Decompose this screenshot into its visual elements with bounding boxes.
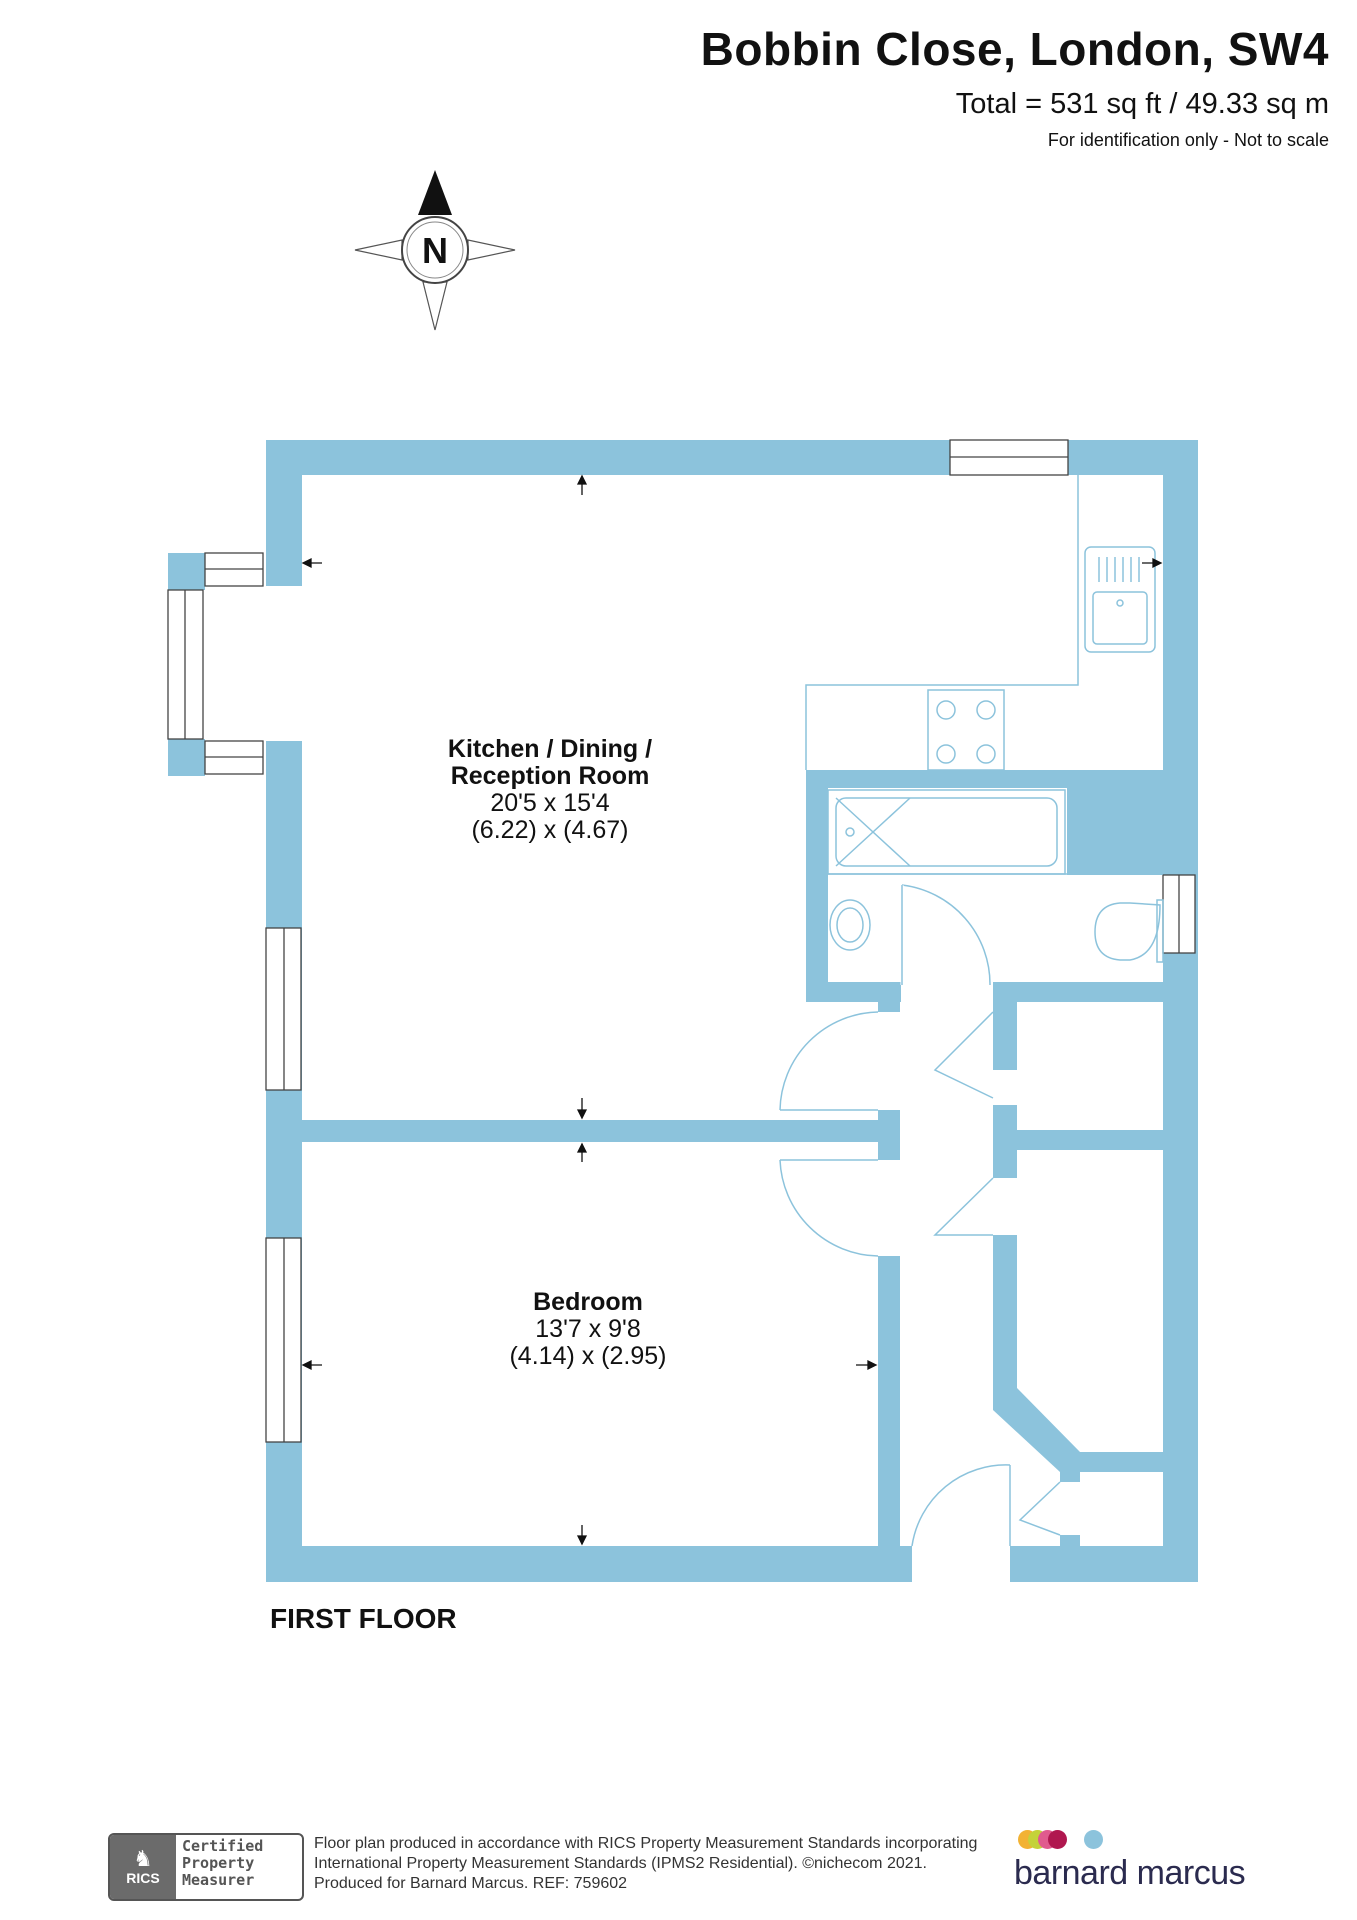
bedroom-name: Bedroom: [533, 1288, 643, 1316]
wall-kitchen-bedroom: [302, 1120, 880, 1142]
wall-bathroom-left: [806, 770, 828, 1002]
kitchen-sink-drain: [1116, 599, 1124, 607]
compass-north-point: [418, 170, 452, 215]
wall-bottom-right: [1010, 1546, 1198, 1582]
wall-store-jamb-b: [1060, 1535, 1080, 1550]
kitchen-name-line2: Reception Room: [451, 762, 650, 790]
door-kitchen-swing: [779, 1011, 879, 1111]
bathtub-drain: [845, 827, 855, 837]
door-bedroom-swing: [779, 1159, 879, 1257]
compass-south-point: [422, 281, 448, 331]
wall-store-jamb: [1060, 1452, 1080, 1482]
arrow-kitchen-bottom: [576, 1098, 588, 1120]
bathtub-icon: [827, 789, 1066, 875]
footer-line-3: Produced for Barnard Marcus. REF: 759602: [314, 1875, 628, 1892]
kitchen-sink-bowl: [1092, 591, 1148, 645]
floor-label: FIRST FLOOR: [270, 1603, 457, 1634]
hob-ring-1: [936, 700, 956, 720]
wall-cupboard-left-a: [993, 982, 1017, 1070]
total-area: Total = 531 sq ft / 49.33 sq m: [955, 88, 1329, 120]
wall-bathroom-corner: [1067, 770, 1163, 875]
bedroom-metric: (4.14) x (2.95): [509, 1342, 666, 1370]
measurement-arrows: [301, 474, 1163, 1546]
brand-dot: [1048, 1830, 1067, 1849]
bedroom-imperial: 13'7 x 9'8: [535, 1315, 640, 1343]
room-labels: Kitchen / Dining / Reception Room 20'5 x…: [448, 735, 667, 1370]
rics-logo: ♞ RICS: [110, 1835, 176, 1899]
toilet-icon: [1094, 902, 1161, 961]
door-cupboard-2: [933, 1177, 994, 1236]
compass-west-point: [354, 239, 403, 261]
wall-cupboard-left-c: [993, 1150, 1017, 1178]
rics-logo-text: RICS: [126, 1870, 160, 1886]
wall-bay-top: [168, 553, 205, 590]
basin-icon: [829, 899, 871, 951]
wall-left-top: [266, 440, 302, 586]
brand-dots-icon: [1014, 1830, 1114, 1852]
hob-ring-4: [976, 744, 996, 764]
walls: [168, 440, 1198, 1582]
footer-disclaimer: Floor plan produced in accordance with R…: [314, 1834, 977, 1894]
fixtures: [805, 475, 1164, 963]
rics-line-1: Certified: [182, 1837, 264, 1855]
brand-name: barnard marcus: [1014, 1854, 1246, 1892]
compass-east-point: [467, 239, 516, 261]
arrow-bedroom-bottom: [576, 1525, 588, 1546]
bathtub-basin: [835, 797, 1058, 867]
wall-bottom-left: [266, 1546, 912, 1582]
property-title: Bobbin Close, London, SW4: [700, 23, 1329, 75]
arrow-bedroom-right: [856, 1359, 878, 1371]
footer-line-2: International Property Measurement Stand…: [314, 1855, 927, 1872]
wall-bay-bottom: [168, 739, 205, 776]
wall-bathroom-bottom-a: [806, 982, 901, 1002]
hob-ring-3: [936, 744, 956, 764]
rics-badge: ♞ RICS Certified Property Measurer: [108, 1833, 304, 1901]
compass-inner-ring: [406, 221, 464, 279]
basin-bowl: [836, 907, 864, 943]
wall-cupboard-left-d: [993, 1235, 1017, 1400]
kitchen-sink-icon: [1084, 546, 1156, 653]
rics-line-3: Measurer: [182, 1871, 255, 1889]
door-bathroom-swing: [901, 884, 991, 986]
toilet-cistern: [1156, 899, 1164, 963]
arrow-bedroom-top: [576, 1142, 588, 1162]
kitchen-name-line1: Kitchen / Dining /: [448, 735, 652, 763]
compass-label: N: [422, 230, 448, 271]
arrow-kitchen-right: [1142, 557, 1163, 569]
door-cupboard-1: [933, 1011, 994, 1099]
wall-right: [1163, 440, 1198, 1582]
doors: [779, 884, 1061, 1547]
bathtub-shower-line-2: [835, 797, 911, 867]
door-store: [1018, 1481, 1061, 1536]
compass-icon: N: [354, 170, 516, 331]
wall-bathroom-bottom-b: [993, 982, 1163, 1002]
wall-store-top: [1060, 1452, 1163, 1472]
wall-cupboard-divider: [993, 1130, 1163, 1150]
kitchen-worktop: [805, 475, 1079, 770]
wall-left: [266, 741, 302, 1582]
wall-hall-jamb: [878, 982, 900, 1012]
brand-logo: barnard marcus: [1014, 1830, 1246, 1893]
compass-ring: [401, 216, 469, 284]
wall-bedroom-right: [878, 1256, 900, 1546]
hob-icon: [927, 689, 1005, 771]
sink-drainer-icon: [1098, 557, 1140, 582]
wall-diagonal: [993, 1388, 1080, 1472]
arrow-kitchen-left: [301, 557, 322, 569]
kitchen-metric: (6.22) x (4.67): [471, 816, 628, 844]
door-entrance-swing: [911, 1464, 1011, 1547]
kitchen-imperial: 20'5 x 15'4: [490, 789, 609, 817]
windows: [167, 439, 1196, 1443]
scale-note: For identification only - Not to scale: [1047, 130, 1329, 150]
rics-crest-icon: ♞: [133, 1846, 153, 1871]
rics-certified-text: Certified Property Measurer: [176, 1835, 302, 1899]
hob-ring-2: [976, 700, 996, 720]
rics-line-2: Property: [182, 1854, 255, 1872]
arrow-bedroom-left: [301, 1359, 322, 1371]
wall-door-jamb: [878, 1110, 900, 1160]
footer-line-1: Floor plan produced in accordance with R…: [314, 1835, 978, 1852]
brand-dot: [1084, 1830, 1103, 1849]
arrow-kitchen-top: [576, 474, 588, 495]
